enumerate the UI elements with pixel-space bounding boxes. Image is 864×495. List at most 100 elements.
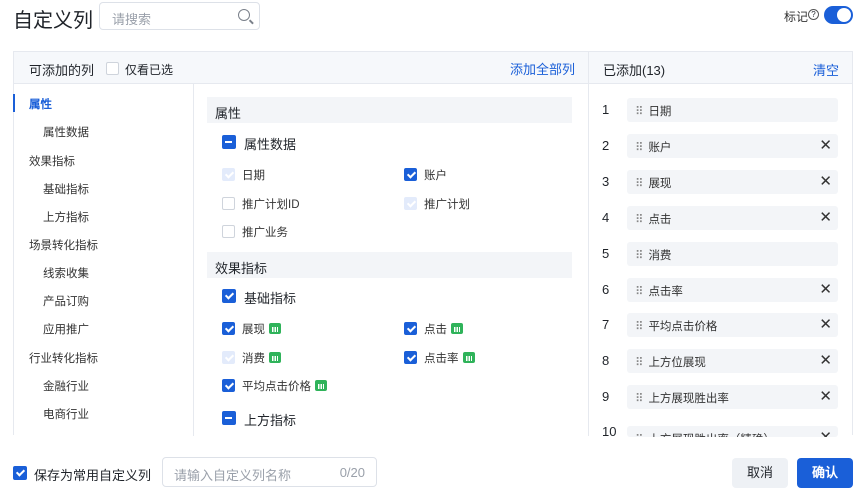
item-checkbox[interactable] <box>222 197 235 210</box>
drag-handle-icon[interactable]: ⠿ <box>635 214 644 226</box>
drag-handle-icon[interactable]: ⠿ <box>635 434 643 437</box>
remove-icon[interactable]: ✕ <box>819 173 832 190</box>
divider <box>588 52 589 436</box>
added-item-label: 上方展现胜出率（精确） <box>648 434 775 437</box>
drag-handle-icon[interactable]: ⠿ <box>635 178 644 190</box>
chart-icon[interactable] <box>269 352 281 363</box>
item-text: 平均点击价格 <box>242 381 311 393</box>
row-number: 2 <box>602 138 610 153</box>
nav-item[interactable]: 金融行业 <box>43 381 89 393</box>
name-input[interactable]: 请输入自定义列名称 0/20 <box>162 457 377 487</box>
item-label: 日期 <box>242 167 265 183</box>
item-checkbox[interactable] <box>404 322 417 335</box>
drag-handle-icon[interactable]: ⠿ <box>635 321 644 333</box>
nav-item[interactable]: 属性数据 <box>43 127 89 139</box>
added-item[interactable]: ⠿消费 <box>627 242 838 266</box>
row-number: 6 <box>602 282 610 297</box>
chart-icon[interactable] <box>462 352 475 363</box>
drag-handle-icon[interactable]: ⠿ <box>635 286 644 298</box>
nav-item[interactable]: 线索收集 <box>43 268 89 280</box>
item-checkbox[interactable] <box>222 225 235 238</box>
item-text: 点击 <box>424 324 447 336</box>
nav-item[interactable]: 上方指标 <box>43 212 89 224</box>
item-checkbox[interactable] <box>222 379 235 392</box>
item-label: 平均点击价格 <box>242 378 327 394</box>
item-text: 日期 <box>242 170 265 182</box>
drag-handle-icon[interactable]: ⠿ <box>635 250 644 262</box>
group-title: 上方指标 <box>244 413 297 428</box>
drag-handle-icon[interactable]: ⠿ <box>635 106 644 118</box>
item-text: 账户 <box>424 170 447 182</box>
remove-icon[interactable]: ✕ <box>819 352 832 369</box>
row-number: 5 <box>602 246 610 261</box>
item-label: 点击 <box>424 321 463 337</box>
row-number: 3 <box>602 174 610 189</box>
panel-header <box>14 52 852 84</box>
remove-icon[interactable]: ✕ <box>819 209 832 226</box>
clear-button[interactable]: 清空 <box>813 63 840 78</box>
item-label: 展现 <box>242 321 281 337</box>
section-header: 效果指标 <box>207 252 572 278</box>
group-checkbox[interactable] <box>222 135 236 149</box>
nav-item[interactable]: 属性 <box>29 99 52 111</box>
item-checkbox[interactable] <box>404 168 417 181</box>
added-item-label: 平均点击价格 <box>648 321 718 333</box>
drag-handle-icon[interactable]: ⠿ <box>635 142 644 154</box>
added-item-label: 账户 <box>648 142 672 154</box>
item-checkbox[interactable] <box>222 322 235 335</box>
remove-icon[interactable]: ✕ <box>819 388 832 405</box>
added-item[interactable]: ⠿ 上方展现胜出率（精确） ✕ <box>627 426 838 437</box>
add-all-button[interactable]: 添加全部列 <box>510 62 576 77</box>
item-label: 推广业务 <box>242 224 288 240</box>
added-item-label: 点击 <box>648 214 672 226</box>
mark-toggle[interactable] <box>824 6 853 24</box>
only-selected-checkbox[interactable] <box>106 62 119 75</box>
added-item[interactable]: ⠿ 账户 ✕ <box>627 134 838 158</box>
remove-icon[interactable]: ✕ <box>819 281 832 298</box>
item-text: 消费 <box>242 353 265 365</box>
save-label: 保存为常用自定义列 <box>34 468 152 483</box>
remove-icon[interactable]: ✕ <box>819 316 832 333</box>
drag-handle-icon[interactable]: ⠿ <box>635 393 644 405</box>
item-label: 推广计划 <box>424 196 470 212</box>
added-item-label: 展现 <box>648 178 672 190</box>
chart-icon[interactable] <box>315 380 327 391</box>
item-checkbox[interactable] <box>404 351 417 364</box>
nav-item[interactable]: 行业转化指标 <box>29 353 98 365</box>
row-number: 9 <box>602 389 610 404</box>
added-item[interactable]: ⠿ 展现 ✕ <box>627 170 838 194</box>
chart-icon[interactable] <box>451 323 463 334</box>
group-checkbox[interactable] <box>222 411 236 425</box>
column-panel: 可添加的列 仅看已选 添加全部列 已添加(13) 清空 <box>13 51 853 436</box>
nav-item[interactable]: 应用推广 <box>43 324 89 336</box>
mark-label: 标记 <box>783 10 808 24</box>
nav-item[interactable]: 基础指标 <box>43 184 89 196</box>
page-title: 自定义列 <box>13 10 93 32</box>
confirm-button[interactable]: 确认 <box>797 458 853 488</box>
added-item-label: 日期 <box>648 106 672 118</box>
search-placeholder: 请搜索 <box>112 12 152 27</box>
save-checkbox[interactable] <box>13 466 27 480</box>
group-checkbox[interactable] <box>222 289 236 303</box>
nav-item[interactable]: 电商行业 <box>43 409 89 421</box>
nav-item[interactable]: 场景转化指标 <box>29 240 98 252</box>
added-item[interactable]: ⠿上方展现胜出率✕ <box>627 385 838 409</box>
nav-item[interactable]: 效果指标 <box>29 156 75 168</box>
added-item[interactable]: ⠿ 平均点击价格 ✕ <box>627 313 838 337</box>
added-item[interactable]: ⠿ 日期 <box>627 98 838 122</box>
nav-item[interactable]: 产品订购 <box>43 296 89 308</box>
available-title: 可添加的列 <box>29 63 95 78</box>
drag-handle-icon[interactable]: ⠿ <box>635 357 644 369</box>
search-input[interactable]: 请搜索 <box>99 2 260 30</box>
chart-icon[interactable] <box>269 323 281 334</box>
item-checkbox <box>222 351 235 364</box>
cancel-button[interactable]: 取消 <box>732 458 788 488</box>
item-label: 账户 <box>424 167 447 183</box>
added-item[interactable]: ⠿ 点击 ✕ <box>627 206 838 230</box>
row-number: 1 <box>602 102 610 117</box>
remove-icon[interactable]: ✕ <box>819 137 832 154</box>
remove-icon[interactable]: ✕ <box>819 428 832 437</box>
help-icon[interactable]: ? <box>808 9 819 20</box>
added-item[interactable]: ⠿点击率✕ <box>627 278 838 302</box>
added-item[interactable]: ⠿上方位展现✕ <box>627 349 838 373</box>
